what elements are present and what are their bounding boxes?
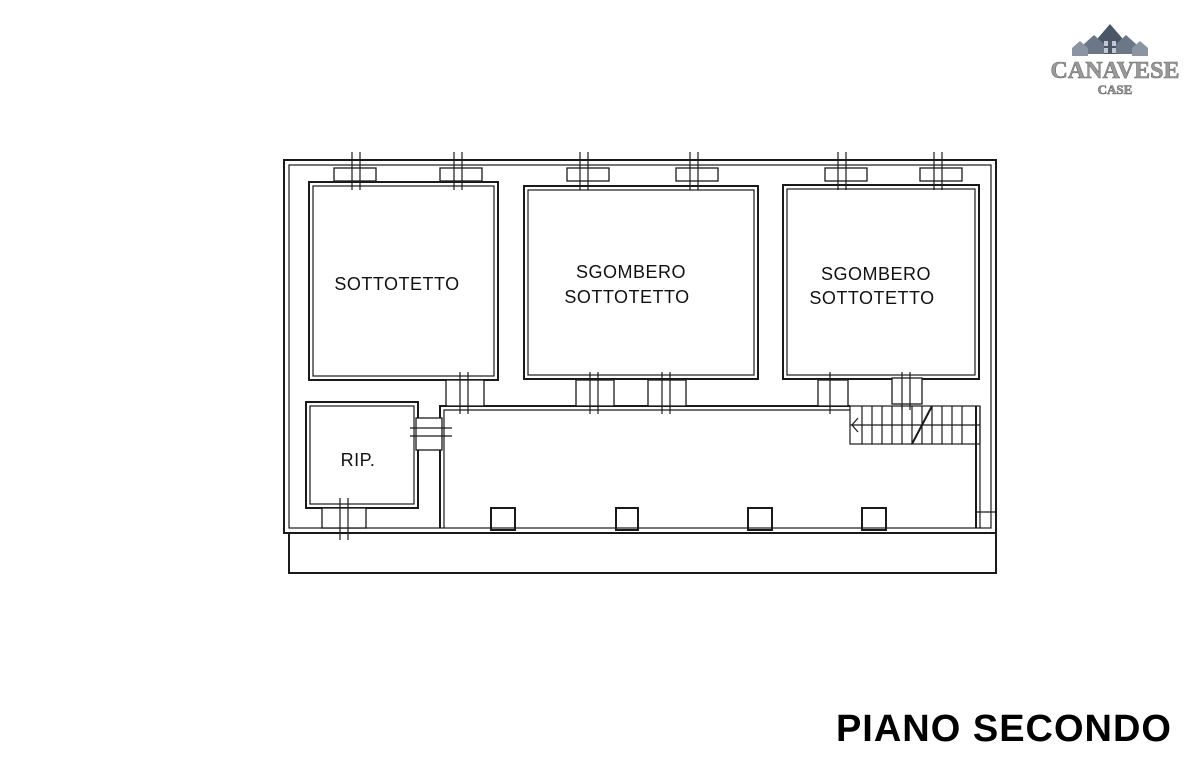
doors bbox=[321, 372, 996, 540]
outer-walls bbox=[283, 159, 997, 574]
canavese-case-logo: CANAVESE CASE bbox=[1050, 24, 1180, 97]
floor-title: PIANO SECONDO bbox=[835, 708, 1172, 750]
room-label-rip: RIP. bbox=[341, 450, 376, 470]
room-label-sgombero-1-line1: SGOMBERO bbox=[576, 262, 686, 282]
room-label-sottotetto: SOTTOTETTO bbox=[334, 274, 459, 294]
room-label-sgombero-1-line2: SOTTOTETTO bbox=[564, 287, 689, 307]
logo-main-text: CANAVESE bbox=[1051, 58, 1180, 84]
room-rip: RIP. bbox=[305, 401, 419, 509]
room-sgombero-2: SGOMBERO SOTTOTETTO bbox=[782, 184, 980, 380]
logo-sub-text: CASE bbox=[1098, 82, 1133, 97]
room-sottotetto: SOTTOTETTO bbox=[308, 181, 499, 381]
houses-icon bbox=[1072, 24, 1148, 56]
staircase bbox=[849, 405, 981, 445]
pillars bbox=[490, 507, 887, 531]
room-sgombero-1: SGOMBERO SOTTOTETTO bbox=[523, 185, 759, 380]
room-label-sgombero-2-line1: SGOMBERO bbox=[821, 264, 931, 284]
windows-top bbox=[333, 152, 963, 190]
corridor-walls bbox=[439, 405, 981, 528]
room-label-sgombero-2-line2: SOTTOTETTO bbox=[809, 288, 934, 308]
